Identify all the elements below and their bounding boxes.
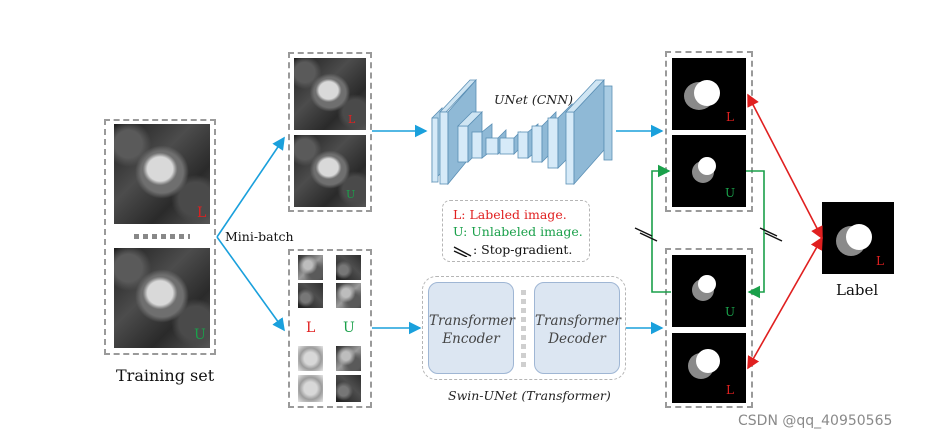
legend-box: L: Labeled image. U: Unlabeled image. : … — [442, 200, 590, 262]
training-image-unlabeled-tag: U — [194, 327, 206, 343]
patch-6 — [298, 375, 323, 402]
cross-pseudo-label-arrows — [651, 164, 765, 299]
legend-stop-gradient: : Stop-gradient. — [453, 242, 573, 258]
transformer-decoder-block: Transformer Decoder — [534, 282, 621, 374]
transformer-pred-unlabeled — [672, 255, 746, 327]
training-set-label: Training set — [116, 366, 215, 385]
cnn-batch-image-labeled — [294, 58, 366, 130]
ellipsis-dots — [134, 234, 190, 239]
transformer-encoder-block: Transformer Encoder — [428, 282, 515, 374]
transformer-pred-labeled — [672, 333, 746, 403]
patch-2 — [298, 283, 323, 308]
cnn-batch-image-labeled-tag: L — [348, 113, 356, 126]
ground-truth-label-image — [822, 202, 894, 274]
patch-4 — [336, 283, 361, 308]
cnn-batch-image-unlabeled — [294, 135, 366, 207]
mini-batch-label: Mini-batch — [225, 229, 294, 244]
swin-unet-box — [422, 276, 626, 380]
cnn-pred-labeled — [672, 58, 746, 130]
swin-unet-caption: Swin-UNet (Transformer) — [448, 388, 611, 403]
stop-gradient-icon — [453, 245, 472, 258]
training-image-labeled — [114, 124, 210, 224]
patch-7 — [336, 346, 361, 371]
supervised-loss-arrows — [747, 93, 823, 370]
mini-batch-arrows — [216, 136, 285, 332]
stop-gradient-marks — [634, 227, 783, 242]
cnn-pred-unlabeled-tag: U — [725, 186, 736, 200]
transformer-encoder-line1: Transformer — [429, 313, 515, 329]
watermark: CSDN @qq_40950565 — [738, 413, 893, 429]
training-set-box — [104, 119, 216, 355]
legend-stop-gradient-text: : Stop-gradient. — [473, 242, 573, 257]
unet-decoder-block-4 — [565, 78, 605, 186]
patch-5 — [298, 346, 323, 371]
ground-truth-label-tag: L — [876, 254, 884, 268]
training-image-unlabeled — [114, 248, 210, 348]
patch-3 — [336, 255, 361, 280]
legend-labeled: L: Labeled image. — [453, 207, 567, 222]
cnn-pred-labeled-tag: L — [726, 110, 734, 124]
unet-network — [431, 78, 613, 186]
cnn-batch-box — [288, 52, 372, 212]
label-caption: Label — [836, 281, 879, 299]
transformer-decoder-line1: Transformer — [535, 313, 621, 329]
legend-unlabeled: U: Unlabeled image. — [453, 224, 583, 239]
patch-1 — [298, 255, 323, 280]
unet-output-block — [603, 85, 613, 161]
cnn-batch-image-unlabeled-tag: U — [346, 188, 356, 201]
cnn-pred-unlabeled — [672, 135, 746, 207]
skip-connection-dots — [521, 290, 526, 370]
transformer-decoder-line2: Decoder — [548, 331, 606, 347]
transformer-pred-labeled-tag: L — [726, 383, 734, 397]
transformer-batch-labeled-tag: L — [306, 320, 316, 336]
transformer-batch-box — [288, 249, 372, 408]
transformer-encoder-line2: Encoder — [442, 331, 500, 347]
transformer-batch-unlabeled-tag: U — [343, 320, 355, 336]
training-image-labeled-tag: L — [197, 205, 207, 221]
unet-encoder-block-1 — [431, 107, 443, 183]
transformer-pred-unlabeled-tag: U — [725, 305, 736, 319]
patch-8 — [336, 375, 361, 402]
unet-caption: UNet (CNN) — [494, 92, 574, 107]
